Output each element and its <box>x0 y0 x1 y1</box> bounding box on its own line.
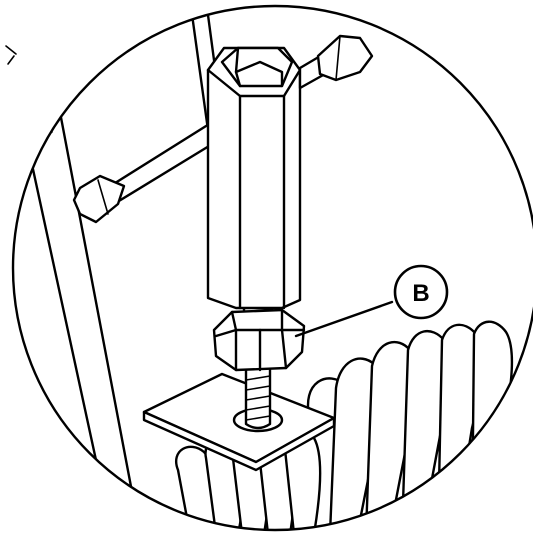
socket-body <box>206 46 302 310</box>
edge-mark <box>5 45 17 65</box>
callout-b: B <box>393 264 449 320</box>
hex-nut <box>212 308 306 372</box>
callout-leader <box>294 300 394 338</box>
callout-label: B <box>412 280 429 307</box>
detail-circle <box>11 4 533 532</box>
coil-spring <box>175 320 514 530</box>
handle-grip-right <box>298 34 374 90</box>
